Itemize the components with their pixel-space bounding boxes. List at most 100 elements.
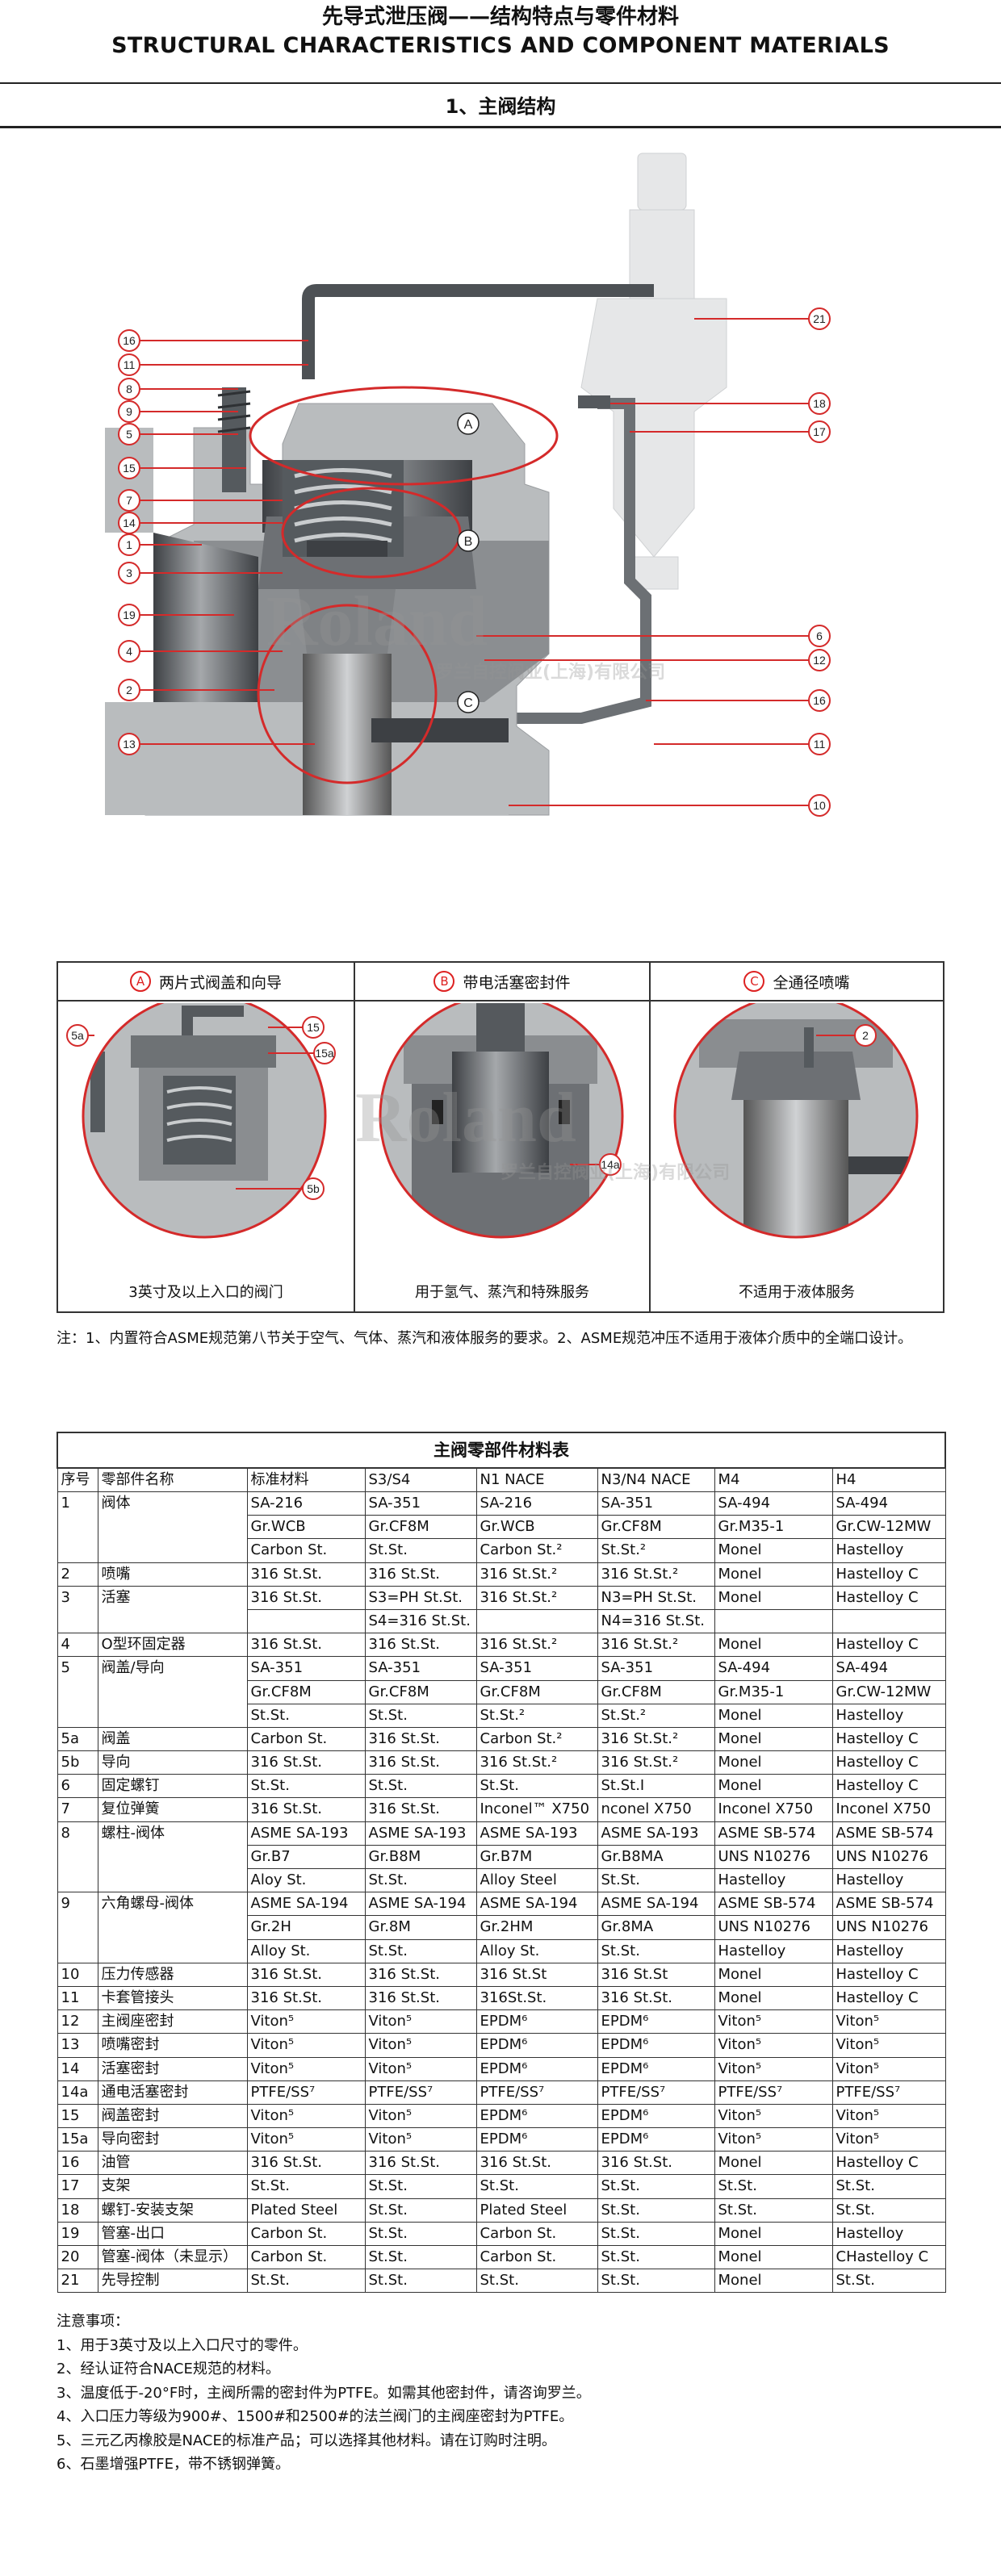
col-header: M4 [714,1467,833,1492]
detail-b-title: 带电活塞密封件 [463,973,571,992]
cell-part: 阀盖密封 [97,2103,248,2129]
cell-no: 5a [57,1726,98,1752]
cell-material: 316 St.St. [597,1985,715,2011]
cell-material: Gr.CF8M [364,1679,477,1704]
cell-material: Gr.CF8M [597,1515,715,1540]
cell-material: ASME SA-194 [597,1892,715,1917]
callout-left: 16 [118,329,308,352]
cell-material: UNS N10276 [831,1915,946,1940]
cell-no: 8 [57,1821,98,1846]
cell-no: 6 [57,1774,98,1799]
cell-material: Inconel X750 [831,1797,946,1822]
cell-part: 活塞密封 [97,2056,248,2081]
callout-right: 16 [646,689,831,712]
cell-part [97,1915,248,1940]
cell-no: 3 [57,1585,98,1610]
callout-left: 19 [118,604,234,626]
callout-left: 9 [118,400,238,423]
cell-material: St.St.² [475,1703,598,1728]
cell-material: PTFE/SS⁷ [597,2080,715,2105]
cell-material: 316 St.St. [364,1797,477,1822]
note-item: 2、经认证符合NACE规范的材料。 [57,2361,280,2377]
note-item: 4、入口压力等级为900#、1500#和2500#的法兰阀门的主阀座密封为PTF… [57,2408,574,2425]
cell-part: 主阀座密封 [97,2009,248,2034]
cell-material: Monel [714,1585,833,1610]
cell-material: ASME SA-193 [364,1821,477,1846]
callout-right-label: 10 [813,799,826,812]
cell-material: 316 St.St.² [475,1633,598,1658]
callout-right-label: 12 [813,654,826,667]
cell-part: 复位弹簧 [97,1797,248,1822]
cell-material: Viton⁵ [714,2009,833,2034]
cell-material: ASME SA-193 [246,1821,366,1846]
cell-material: Carbon St. [246,2221,366,2247]
col-header: H4 [831,1467,946,1492]
cell-material: ASME SA-194 [246,1892,366,1917]
callout-right: 6 [476,625,831,647]
cell-part: 卡套管接头 [97,1985,248,2011]
cell-no: 14 [57,2056,98,2081]
cell-material: PTFE/SS⁷ [714,2080,833,2105]
cell-material: Hastelloy C [831,1726,946,1752]
notes-section: 注意事项： 1、用于3英寸及以上入口尺寸的零件。2、经认证符合NACE规范的材料… [57,2310,944,2477]
cell-material: Hastelloy C [831,1774,946,1799]
cell-part [97,1538,248,1563]
cell-material: Viton⁵ [364,2009,477,2034]
title-chinese: 先导式泄压阀——结构特点与零件材料 [321,5,679,29]
cell-material: ASME SA-194 [475,1892,598,1917]
cell-material: St.St. [597,2198,715,2223]
cell-material: Gr.2H [246,1915,366,1940]
cell-material: Gr.B7M [475,1844,598,1870]
cell-material: Hastelloy C [831,1985,946,2011]
cell-material: Gr.CF8M [246,1679,366,1704]
cell-material: Monel [714,1633,833,1658]
cell-part [97,1609,248,1634]
detail-a-callout: 15 [268,1016,325,1039]
cell-material: nconel X750 [597,1797,715,1822]
cell-no [57,1680,98,1704]
cell-material: Gr.8MA [597,1915,715,1940]
cell-material: PTFE/SS⁷ [364,2080,477,2105]
cell-no: 15 [57,2103,98,2129]
cell-material: 316 St.St [475,1962,598,1987]
table-caption: 主阀零部件材料表 [57,1432,946,1469]
detail-a-callout-label: 15 [307,1021,320,1034]
cell-no: 13 [57,2033,98,2058]
cell-no [57,1915,98,1940]
detail-c-callout: 2 [816,1024,877,1047]
cell-material: St.St. [364,1938,477,1963]
cell-part: 油管 [97,2151,248,2176]
cell-material: 316 St.St. [246,1633,366,1658]
cell-material: Hastelloy [831,1538,946,1563]
cell-part: 先导控制 [97,2269,248,2294]
cell-part: 支架 [97,2174,248,2199]
cell-material: N3=PH St.St. [597,1585,715,1610]
cell-material: Hastelloy [714,1867,833,1893]
cell-material: Aloy St. [246,1867,366,1893]
cell-material: Viton⁵ [246,2033,366,2058]
cell-material: Monel [714,1538,833,1563]
cell-material: Alloy St. [246,1938,366,1963]
cell-material: PTFE/SS⁷ [831,2080,946,2105]
cell-material: St.St. [364,1538,477,1563]
cell-no: 4 [57,1633,98,1658]
cell-no [57,1704,98,1728]
cell-material: SA-216 [475,1491,598,1516]
cell-material: Monel [714,2221,833,2247]
cell-material: EPDM⁶ [475,2103,598,2129]
cell-material: Hastelloy [831,1867,946,1893]
cell-part [97,1515,248,1539]
cell-material: Hastelloy [831,1703,946,1728]
callout-left: 1 [118,533,202,556]
cell-material: Hastelloy C [831,1962,946,1987]
